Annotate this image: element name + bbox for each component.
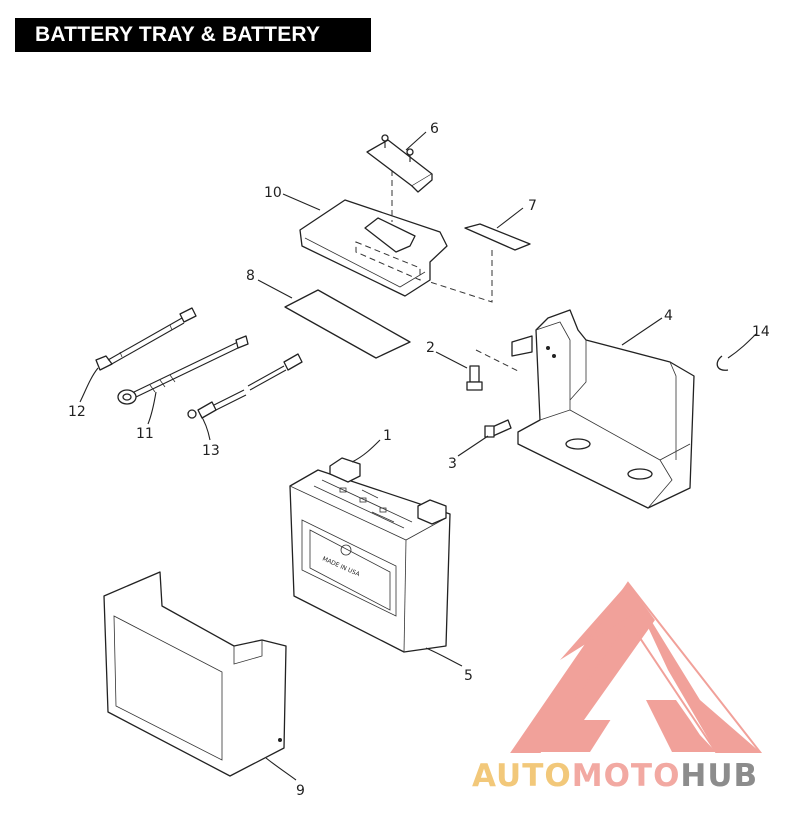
watermark-auto: AUTO	[472, 758, 572, 794]
part-9-shield	[103, 571, 287, 777]
page-title: BATTERY TRAY & BATTERY	[15, 18, 371, 52]
watermark-logo-left-shape	[512, 583, 716, 752]
part-3-screw	[484, 419, 512, 438]
callout-14: 14	[752, 324, 770, 340]
watermark-logo	[510, 581, 763, 753]
callout-13: 13	[202, 443, 220, 459]
leader-lines	[79, 131, 757, 781]
watermark-hub: HUB	[680, 758, 758, 794]
watermark-logo-inner	[590, 680, 672, 752]
watermark-text: AUTOMOTOHUB	[472, 758, 758, 794]
callout-2: 2	[426, 340, 435, 356]
callout-7: 7	[528, 198, 537, 214]
callout-5: 5	[464, 668, 473, 684]
part-11-cable	[117, 335, 249, 405]
part-12-cable	[95, 307, 197, 371]
callout-numbers: 1 2 3 4 5 6 7 8 9 10 11 12 13 14	[68, 121, 770, 799]
callout-9: 9	[296, 783, 305, 799]
part-5-battery	[289, 457, 451, 653]
callout-4: 4	[664, 308, 673, 324]
callout-1: 1	[383, 428, 392, 444]
watermark-moto: MOTO	[572, 758, 681, 794]
part-2-bolt	[466, 349, 521, 391]
part-6-clip	[366, 134, 433, 193]
watermark-logo-right-shape	[560, 583, 760, 752]
callout-12: 12	[68, 404, 86, 420]
part-14-clip	[716, 355, 729, 371]
svg-text:AUTOMOTOHUB: AUTOMOTOHUB	[472, 758, 758, 794]
watermark-logo-outline	[510, 581, 763, 753]
part-8-pad	[284, 289, 411, 359]
callout-8: 8	[246, 268, 255, 284]
part-7-strip	[429, 223, 531, 303]
part-4-battery-tray	[511, 309, 695, 509]
callout-10: 10	[264, 185, 282, 201]
callout-3: 3	[448, 456, 457, 472]
part-10-battery-cover	[299, 160, 448, 297]
callout-6: 6	[430, 121, 439, 137]
callout-11: 11	[136, 426, 154, 442]
